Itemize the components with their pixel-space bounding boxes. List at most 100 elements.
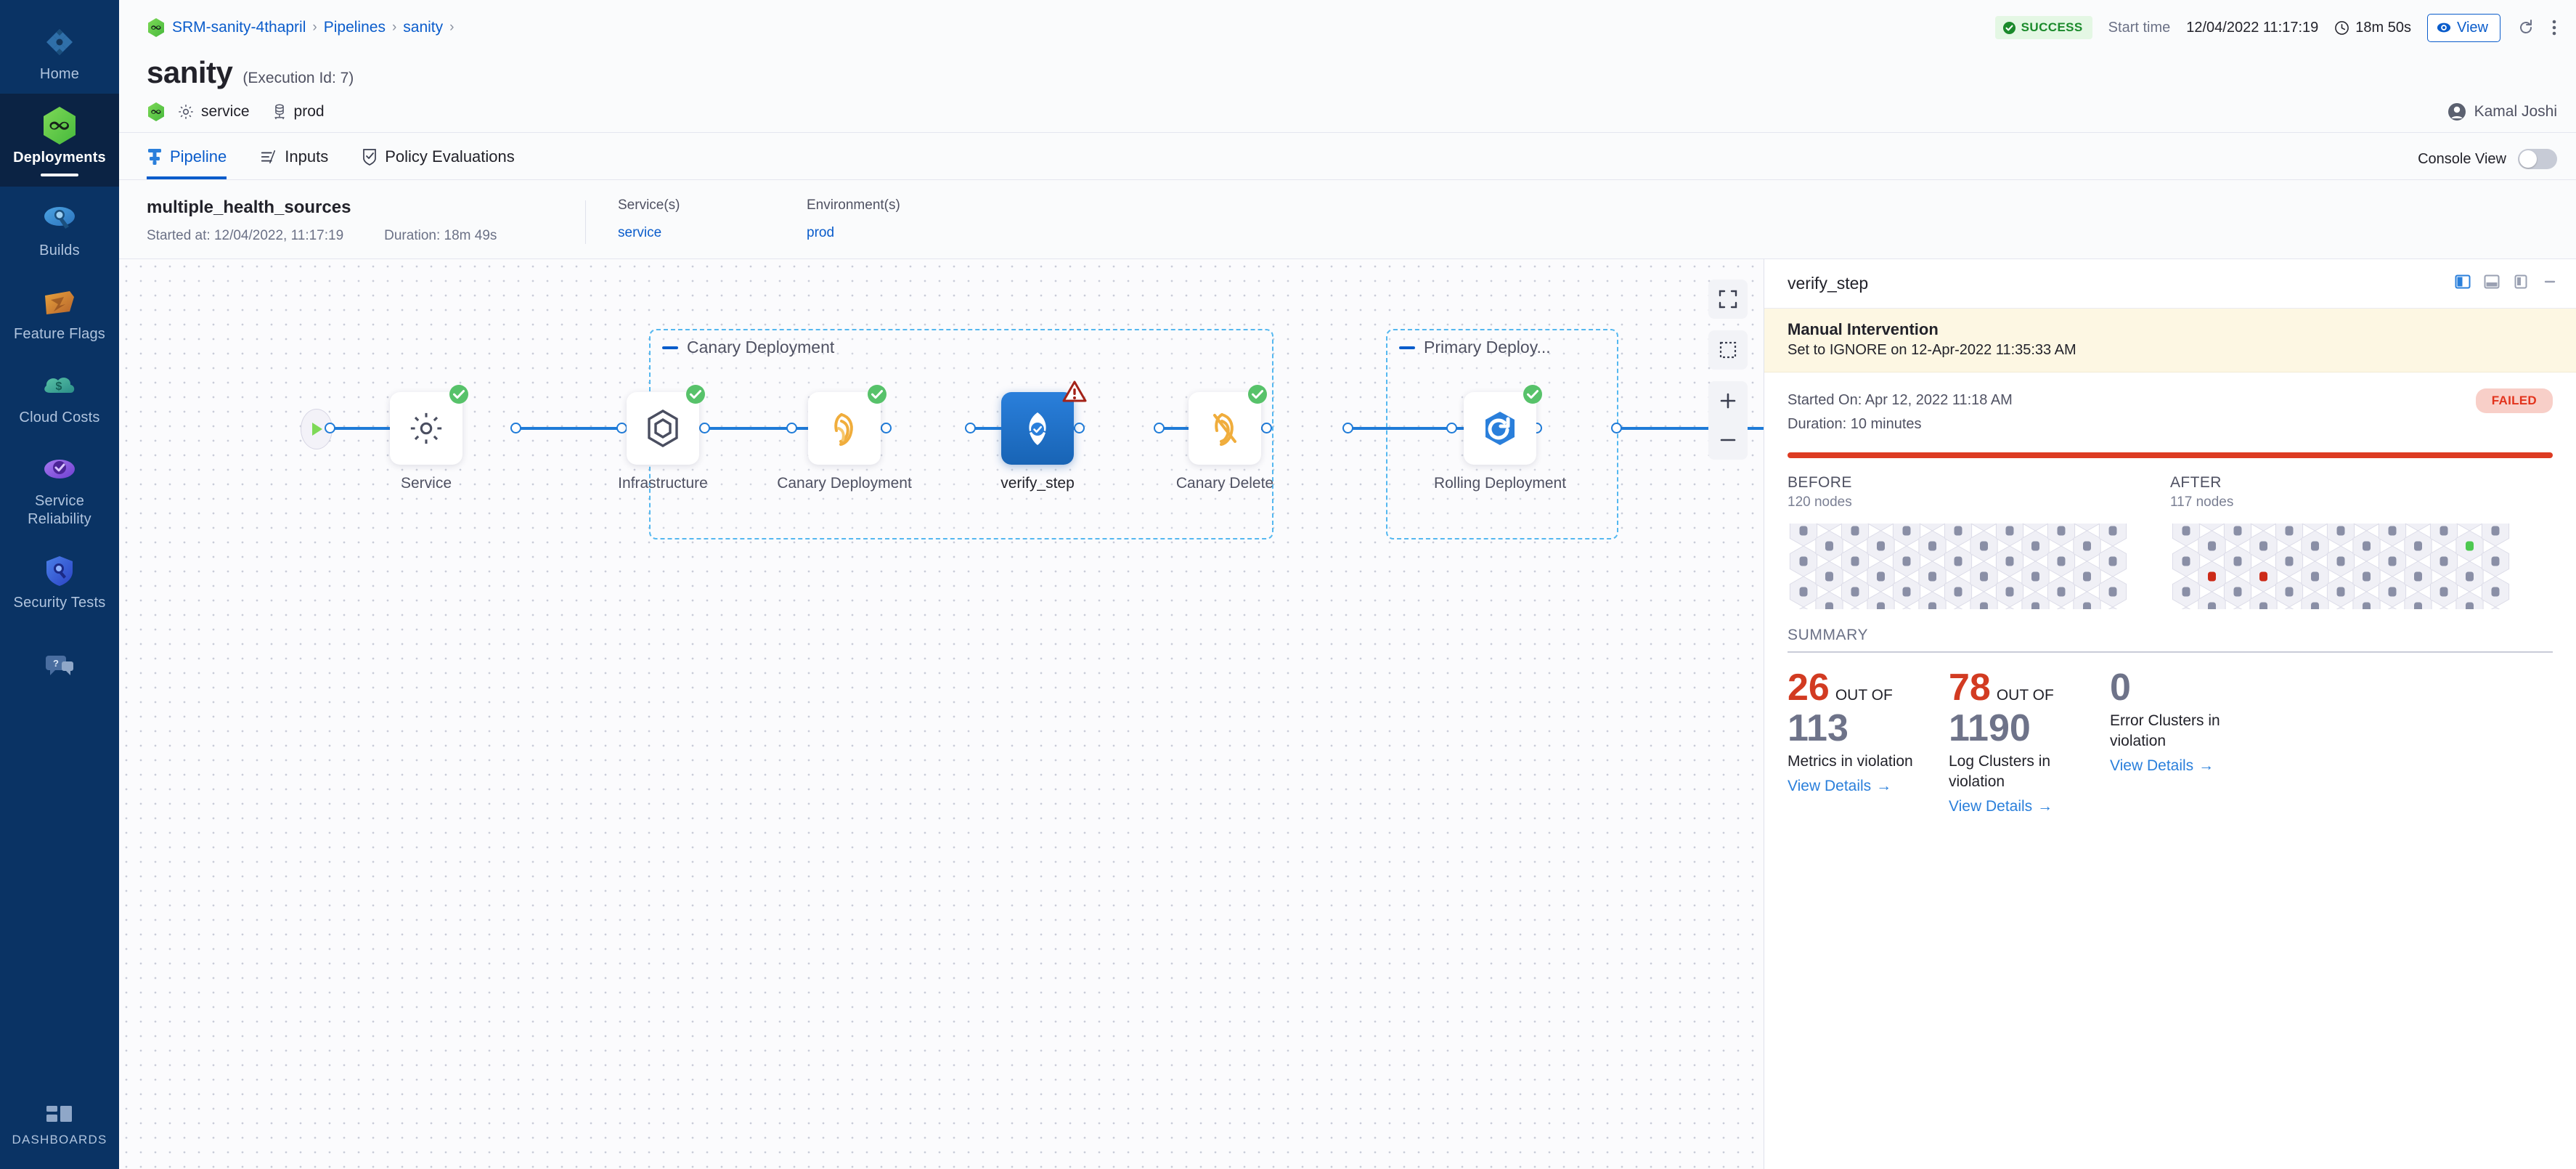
- panel-right-icon[interactable]: [2454, 273, 2471, 294]
- breadcrumb-item-sanity[interactable]: sanity: [403, 19, 444, 36]
- status-badge-warning: [1062, 380, 1087, 402]
- group-label-wrap: Canary Deployment: [662, 338, 834, 357]
- node-box[interactable]: [1001, 392, 1074, 465]
- feature-flags-icon: [3, 283, 116, 321]
- tab-pipeline[interactable]: Pipeline: [147, 147, 227, 179]
- group-canary-deployment[interactable]: Canary Deployment: [649, 329, 1273, 539]
- divider: [1788, 651, 2553, 653]
- panel-bottom-icon[interactable]: [2483, 273, 2500, 294]
- link-label: View Details: [1788, 778, 1872, 794]
- pipeline-node-infrastructure[interactable]: Infrastructure: [618, 385, 708, 492]
- more-vertical-icon[interactable]: [2551, 18, 2557, 37]
- sidebar-item-service-reliability[interactable]: Service Reliability: [0, 437, 119, 539]
- collapse-dash-icon[interactable]: [662, 346, 678, 349]
- infrastructure-icon: [645, 409, 681, 448]
- deployments-infinity-icon: [147, 102, 166, 122]
- refresh-icon[interactable]: [2516, 18, 2535, 37]
- breadcrumb-separator: ›: [449, 20, 455, 35]
- console-view-label: Console View: [2418, 150, 2506, 167]
- tab-inputs[interactable]: Inputs: [260, 147, 328, 179]
- node-box[interactable]: [1464, 392, 1536, 465]
- dashboards-section[interactable]: DASHBOARDS: [0, 1101, 119, 1169]
- view-details-link-error-clusters[interactable]: View Details →: [2110, 757, 2214, 775]
- start-time-value: 12/04/2022 11:17:19: [2186, 19, 2319, 36]
- node-box[interactable]: [627, 392, 699, 465]
- after-title: AFTER: [2170, 474, 2222, 491]
- check-circle-icon: [2002, 21, 2016, 35]
- zoom-out-icon[interactable]: [1708, 420, 1748, 460]
- fit-screen-icon[interactable]: [1708, 280, 1748, 319]
- breadcrumb-item-pipelines[interactable]: Pipelines: [323, 19, 386, 36]
- minimize-icon[interactable]: [2541, 273, 2559, 294]
- view-details-link-log-clusters[interactable]: View Details →: [1949, 798, 2053, 815]
- sidebar-item-label: Deployments: [13, 150, 106, 166]
- status-badge-success: [1522, 383, 1544, 405]
- breadcrumb-item-project[interactable]: SRM-sanity-4thapril: [172, 19, 306, 36]
- sidebar-item-feature-flags[interactable]: Feature Flags: [0, 270, 119, 354]
- inputs-icon: [260, 148, 277, 166]
- help-button[interactable]: ?: [0, 622, 119, 695]
- zoom-in-icon[interactable]: [1708, 381, 1748, 420]
- node-box[interactable]: [808, 392, 881, 465]
- select-area-icon[interactable]: [1708, 330, 1748, 370]
- builds-icon: [3, 200, 116, 237]
- sidebar-item-cloud-costs[interactable]: $ Cloud Costs: [0, 354, 119, 437]
- pipeline-canvas[interactable]: Canary Deployment Primary Deploy...: [119, 259, 1764, 1169]
- node-box[interactable]: [390, 392, 462, 465]
- dashboards-grid-icon: [3, 1101, 116, 1126]
- pipeline-node-canary-delete[interactable]: Canary Delete: [1176, 385, 1273, 492]
- node-label: Canary Delete: [1175, 475, 1274, 492]
- tab-policy-evaluations[interactable]: Policy Evaluations: [362, 147, 515, 179]
- link-label: View Details: [2110, 757, 2194, 774]
- stat-description: Log Clusters in violation: [1949, 753, 2051, 790]
- user-avatar-icon: [2447, 102, 2466, 121]
- connector-port: [965, 423, 976, 433]
- edge: [515, 427, 621, 430]
- pipeline-node-service[interactable]: Service: [390, 385, 468, 492]
- failure-progress-bar: [1788, 452, 2553, 458]
- stat-total: 1190: [1949, 707, 2031, 749]
- node-box[interactable]: [1189, 392, 1261, 465]
- svg-text:$: $: [56, 380, 62, 393]
- view-button[interactable]: View: [2427, 13, 2500, 42]
- sidebar-item-home[interactable]: Home: [0, 10, 119, 94]
- summary-heading: SUMMARY: [1788, 627, 1869, 643]
- connector-port: [325, 423, 335, 433]
- clock-icon: [2334, 20, 2349, 36]
- group-label: Primary Deploy...: [1424, 338, 1551, 357]
- before-after-row: BEFORE 120 nodes AFTER 117 nodes: [1788, 474, 2553, 609]
- pipeline-node-rolling-deployment[interactable]: Rolling Deployment: [1434, 385, 1566, 492]
- sidebar-item-builds[interactable]: Builds: [0, 187, 119, 270]
- sidebar-item-dashboards[interactable]: DASHBOARDS: [0, 1101, 119, 1159]
- edge: [1616, 427, 1764, 430]
- tab-label: Pipeline: [170, 147, 227, 166]
- pipeline-node-verify-step[interactable]: verify_step: [1000, 380, 1087, 492]
- play-icon: [309, 420, 325, 438]
- view-details-link-metrics[interactable]: View Details →: [1788, 778, 1891, 795]
- services-value[interactable]: service: [618, 225, 662, 240]
- node-label: Canary Deployment: [777, 475, 912, 492]
- gear-icon: [177, 103, 195, 121]
- banner-title: Manual Intervention: [1788, 320, 1939, 338]
- console-view-toggle[interactable]: [2518, 149, 2557, 169]
- duration-value: 18m 50s: [2355, 19, 2411, 36]
- connector-port: [1154, 423, 1165, 433]
- stat-total: 113: [1788, 707, 1849, 749]
- stat-value: 0: [2110, 667, 2131, 709]
- collapse-dash-icon[interactable]: [1399, 346, 1415, 349]
- step-meta: Started On: Apr 12, 2022 11:18 AM Durati…: [1788, 388, 2013, 436]
- environments-value[interactable]: prod: [807, 225, 835, 240]
- current-user[interactable]: Kamal Joshi: [2447, 102, 2557, 121]
- stat-outof-label: OUT OF: [1996, 687, 2054, 704]
- stat-log-clusters: 78 OUT OF 1190 Log Clusters in violation…: [1949, 667, 2110, 815]
- stage-name: multiple_health_sources: [147, 197, 351, 217]
- pipeline-node-canary-deployment[interactable]: Canary Deployment: [777, 385, 912, 492]
- group-label: Canary Deployment: [687, 338, 835, 357]
- sidebar-item-deployments[interactable]: Deployments: [0, 94, 119, 187]
- before-column: BEFORE 120 nodes: [1788, 474, 2170, 609]
- sidebar-item-security-tests[interactable]: Security Tests: [0, 539, 119, 622]
- edge: [330, 427, 431, 430]
- panel-float-icon[interactable]: [2512, 273, 2530, 294]
- sidebar-item-label: Security Tests: [13, 595, 106, 611]
